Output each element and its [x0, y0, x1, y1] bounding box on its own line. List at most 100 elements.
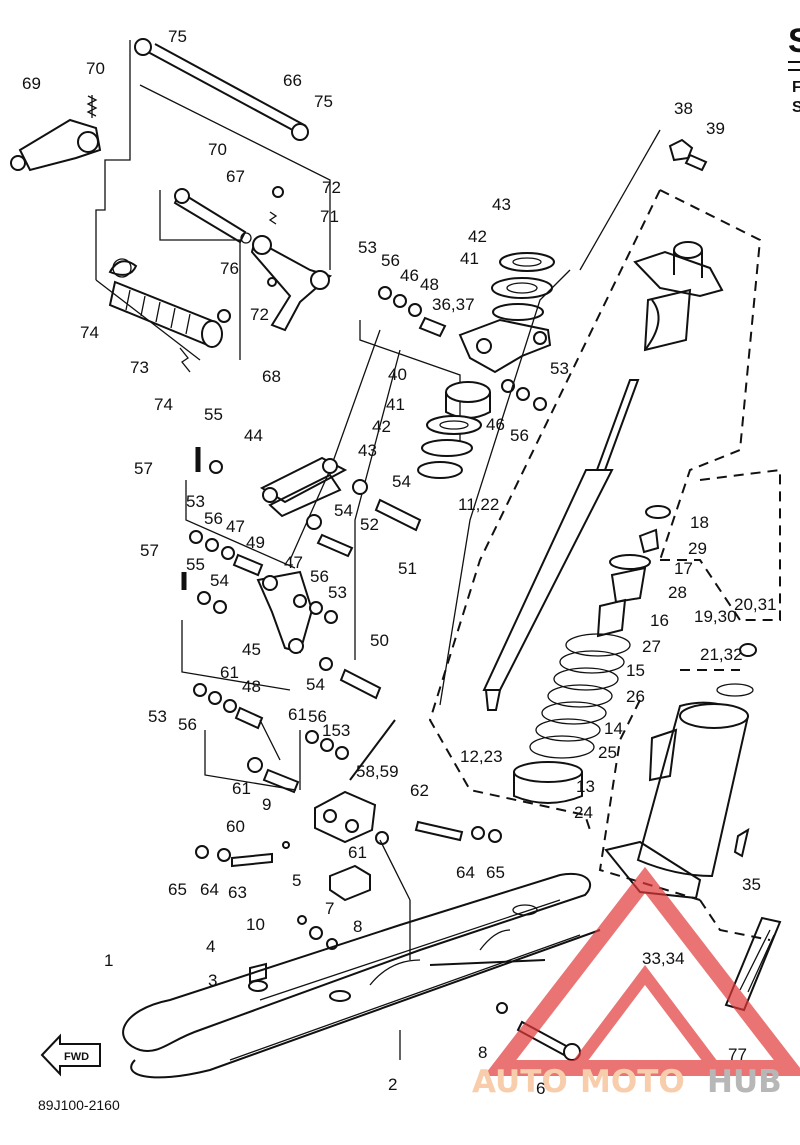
- corner-text-low: S: [792, 99, 800, 116]
- part-label: 54: [210, 571, 229, 590]
- part-label: 16: [650, 611, 669, 630]
- reservoir: [604, 643, 757, 900]
- bracket-36-37: [458, 318, 552, 374]
- part-label: 19,30: [694, 607, 737, 626]
- part-label: 6: [536, 1079, 545, 1098]
- part-label: 9: [262, 795, 271, 814]
- part-label: 49: [246, 533, 265, 552]
- part-label: 54: [334, 501, 353, 520]
- part-label: 67: [226, 167, 245, 186]
- arm-68: [250, 235, 333, 332]
- part-label: 53: [550, 359, 569, 378]
- part-label: 61: [220, 663, 239, 682]
- part-label: 77: [728, 1045, 747, 1064]
- part-label: 61: [288, 705, 307, 724]
- part-label: 74: [154, 395, 173, 414]
- part-label: 4: [206, 937, 215, 956]
- corner-text-top: S: [788, 22, 800, 60]
- part-label: 73: [130, 358, 149, 377]
- part-label: 52: [360, 515, 379, 534]
- part-label: 53: [186, 492, 205, 511]
- part-label: 61: [348, 843, 367, 862]
- part-label: 72: [322, 178, 341, 197]
- link-44: [259, 456, 348, 518]
- part-label: 35: [742, 875, 761, 894]
- part-label: 7: [325, 899, 334, 918]
- part-label: 57: [134, 459, 153, 478]
- part-label: 66: [283, 71, 302, 90]
- part-label: 74: [80, 323, 99, 342]
- part-label: 51: [398, 559, 417, 578]
- part-label: 18: [690, 513, 709, 532]
- part-label: 53: [148, 707, 167, 726]
- grip-73: [108, 280, 231, 348]
- part-label: 41: [460, 249, 479, 268]
- part-label: 62: [410, 781, 429, 800]
- part-label: 8: [353, 917, 362, 936]
- shock-top-mount: [633, 241, 724, 352]
- spring-seat-13: [513, 761, 583, 804]
- part-label: 68: [262, 367, 281, 386]
- part-label: 56: [204, 509, 223, 528]
- part-label: 42: [372, 417, 391, 436]
- watermark-logo-inner: [562, 965, 728, 1074]
- part-label: 75: [314, 92, 333, 111]
- part-label: 65: [486, 863, 505, 882]
- drawing-lineart: [10, 38, 782, 1079]
- part-label: 55: [204, 405, 223, 424]
- part-label: 56: [178, 715, 197, 734]
- part-code: 89J100-2160: [38, 1097, 120, 1113]
- part-label: 2: [388, 1075, 397, 1094]
- part-label: 20,31: [734, 595, 777, 614]
- part-label: 76: [220, 259, 239, 278]
- part-label: 10: [246, 915, 265, 934]
- part-label: 40: [388, 365, 407, 384]
- part-label: 56: [381, 251, 400, 270]
- part-label: 43: [492, 195, 511, 214]
- part-label: 54: [392, 472, 411, 491]
- part-label: 56: [510, 426, 529, 445]
- part-label: 56: [308, 707, 327, 726]
- part-label: 57: [140, 541, 159, 560]
- part-label: 56: [310, 567, 329, 586]
- part-label: 46: [400, 266, 419, 285]
- fwd-arrow: [40, 1033, 101, 1077]
- part-label: 54: [306, 675, 325, 694]
- part-label: 43: [358, 441, 377, 460]
- part-label: 42: [468, 227, 487, 246]
- part-label: 64: [456, 863, 475, 882]
- part-label: 5: [292, 871, 301, 890]
- arm-69: [10, 118, 102, 172]
- part-label: 46: [486, 415, 505, 434]
- frame-45: [256, 570, 314, 654]
- part-label: 44: [244, 426, 263, 445]
- rod-66: [134, 38, 309, 141]
- part-label: 41: [386, 395, 405, 414]
- part-label: 53: [358, 238, 377, 257]
- part-label: 8: [478, 1043, 487, 1062]
- watermark-moto: MOTO: [580, 1064, 685, 1100]
- part-label: 15: [626, 661, 645, 680]
- part-label: 153: [322, 721, 350, 740]
- part-label: 48: [242, 677, 261, 696]
- part-labels: 75 70 69 66 75 70 67 72 71 76 72 74 73 7…: [22, 27, 777, 1098]
- part-label: 65: [168, 880, 187, 899]
- part-label: 61: [232, 779, 251, 798]
- part-label: 58,59: [356, 762, 399, 781]
- bolt-38-39: [668, 138, 708, 172]
- part-label: 21,32: [700, 645, 743, 664]
- part-label: 26: [626, 687, 645, 706]
- part-label: 17: [674, 559, 693, 578]
- part-label: 27: [642, 637, 661, 656]
- ski-1: [122, 872, 601, 1079]
- part-label: 70: [208, 140, 227, 159]
- part-label: 25: [598, 743, 617, 762]
- part-label: 3: [208, 971, 217, 990]
- part-label: 13: [576, 777, 595, 796]
- bushing-stack: [417, 252, 555, 479]
- part-label: 53: [328, 583, 347, 602]
- part-label: 45: [242, 640, 261, 659]
- part-label: 36,37: [432, 295, 475, 314]
- part-label: 63: [228, 883, 247, 902]
